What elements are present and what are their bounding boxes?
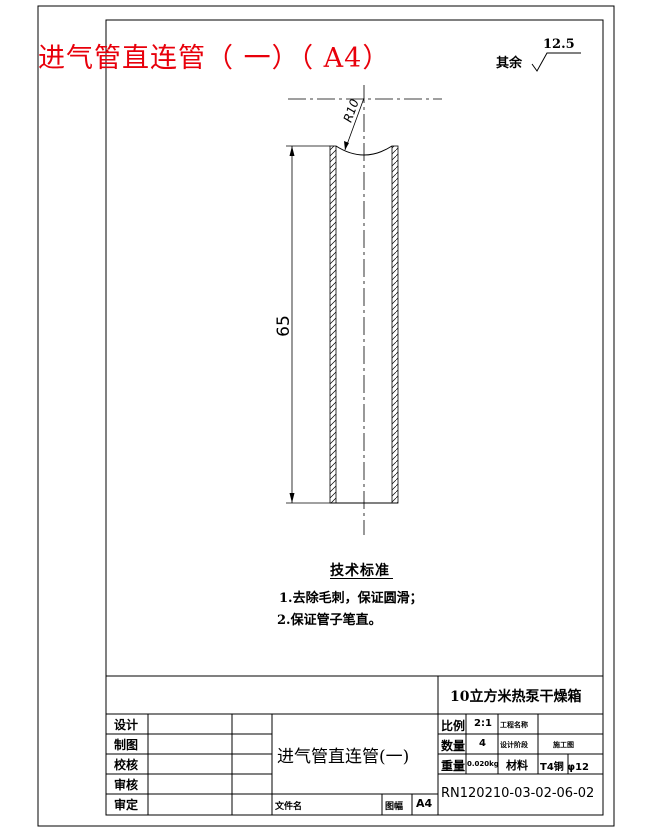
role-label-design: 设计 <box>114 718 139 732</box>
dimension-radius-text: R10 <box>341 97 362 124</box>
weight-value: 0.020kg <box>467 760 499 768</box>
radius-arrowhead <box>344 141 349 150</box>
pipe-top-arc <box>335 145 393 156</box>
part-name: 进气管直连管(一) <box>277 747 410 767</box>
weight-label: 重量 <box>441 759 466 773</box>
dimension-length-text: 65 <box>274 315 294 337</box>
material-label: 材料 <box>506 759 528 772</box>
sheet-size-value: A4 <box>416 797 433 810</box>
drawing-number: RN120210-03-02-06-02 <box>441 786 595 801</box>
project-name: 10立方米热泵干燥箱 <box>450 689 582 705</box>
pipe-wall-right <box>391 145 399 504</box>
radius-leader <box>344 97 365 151</box>
requirement-item: 1.去除毛刺，保证圆滑； <box>279 591 423 606</box>
pipe-wall-left <box>329 145 337 504</box>
dim-arrow-top <box>289 146 295 156</box>
role-label-drafting: 制图 <box>114 738 139 752</box>
design-stage-value: 施工图 <box>553 741 574 749</box>
outer-border <box>37 5 615 827</box>
role-label-check: 校核 <box>114 758 139 772</box>
material-value: T4铜 φ12 <box>540 762 589 773</box>
roughness-symbol-icon <box>531 52 581 72</box>
file-name-label: 文件名 <box>275 802 303 812</box>
project-name-label: 工程名称 <box>500 721 528 729</box>
roughness-value: 12.5 <box>543 37 575 52</box>
dim-arrow-bottom <box>289 493 295 503</box>
technical-requirements-heading: 技术标准 <box>330 563 390 579</box>
inner-frame <box>105 19 604 816</box>
quantity-label: 数量 <box>441 739 466 753</box>
scale-label: 比例 <box>441 719 466 733</box>
roughness-label: 其余 <box>496 56 523 71</box>
requirement-item: 2.保证管子笔直。 <box>277 613 382 628</box>
role-label-approve: 审定 <box>114 798 139 812</box>
quantity-value: 4 <box>479 738 486 749</box>
role-label-review: 审核 <box>114 778 139 792</box>
title-block-grid <box>106 675 603 815</box>
heading-underline <box>330 578 393 579</box>
sheet-size-label: 图幅 <box>385 802 404 812</box>
design-stage-label: 设计阶段 <box>500 741 528 749</box>
scale-value: 2:1 <box>474 718 492 729</box>
document-title: 进气管直连管（ 一）（ A4） <box>38 43 391 74</box>
